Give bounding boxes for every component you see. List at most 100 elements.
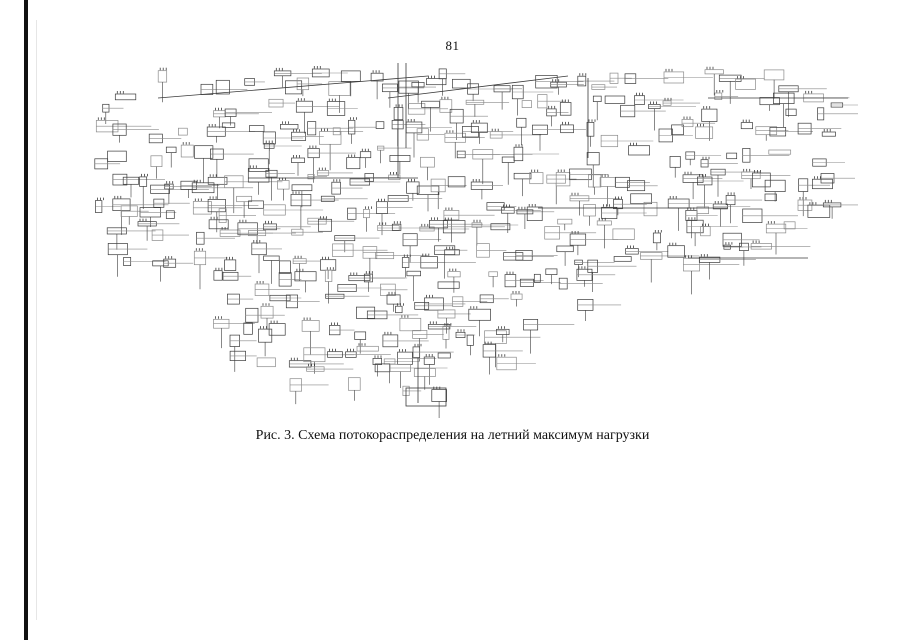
- network-node-block: [555, 172, 571, 187]
- network-node-block: [701, 108, 718, 122]
- network-node-block: [437, 281, 460, 289]
- network-node-block: [700, 226, 711, 237]
- network-node-block: [291, 157, 305, 163]
- network-node-block: [258, 328, 273, 343]
- network-node-block: [114, 93, 137, 101]
- network-node-block: [194, 145, 214, 159]
- network-node-block: [301, 320, 320, 332]
- network-node-block: [764, 179, 786, 192]
- network-node-block: [696, 206, 709, 214]
- network-node-block: [388, 174, 401, 181]
- network-node-block: [667, 245, 685, 258]
- network-node-block: [704, 69, 724, 75]
- network-node-block: [612, 228, 635, 240]
- network-node-block: [411, 82, 425, 88]
- network-node-block: [643, 201, 658, 217]
- network-node-block: [437, 352, 451, 359]
- network-node-block: [386, 294, 401, 305]
- network-node-block: [807, 204, 831, 218]
- network-node-block: [628, 145, 650, 156]
- network-node-block: [122, 176, 140, 185]
- network-node-block: [354, 331, 367, 340]
- network-node-block: [592, 95, 602, 102]
- network-node-block: [556, 245, 574, 253]
- network-node-block: [359, 151, 372, 159]
- terminal-substation-block: [405, 387, 447, 407]
- network-node-block: [243, 322, 253, 335]
- network-node-block: [821, 131, 836, 137]
- network-node-block: [224, 259, 237, 271]
- network-node-block: [391, 223, 402, 231]
- network-node-block: [496, 328, 510, 335]
- network-node-block: [139, 176, 148, 187]
- network-node-block: [513, 172, 532, 180]
- network-node-block: [604, 95, 626, 104]
- network-node-block: [560, 124, 574, 134]
- network-node-block: [213, 270, 223, 281]
- network-node-block: [420, 156, 435, 168]
- network-node-block: [596, 220, 612, 226]
- network-node-block: [652, 232, 661, 244]
- network-node-block: [735, 78, 756, 90]
- network-node-block: [516, 117, 527, 128]
- page-scan-line: [36, 20, 37, 620]
- network-node-block: [545, 268, 558, 275]
- network-node-block: [356, 345, 379, 352]
- network-node-block: [319, 131, 342, 145]
- power-flow-scheme-drawing: [94, 63, 858, 418]
- network-node-block: [613, 256, 632, 262]
- network-node-block: [406, 270, 421, 277]
- network-node-block: [248, 158, 269, 172]
- network-node-block: [324, 269, 333, 282]
- network-node-block: [416, 185, 440, 195]
- network-node-block: [468, 308, 491, 321]
- network-node-block: [447, 176, 466, 188]
- network-node-block: [669, 156, 681, 168]
- network-node-block: [586, 152, 600, 166]
- network-node-block: [221, 122, 236, 128]
- network-node-block: [529, 172, 544, 185]
- network-node-block: [215, 79, 230, 95]
- network-node-block: [763, 69, 785, 81]
- network-node-block: [426, 78, 447, 86]
- network-node-block: [470, 122, 488, 133]
- network-node-block: [372, 358, 382, 365]
- network-node-block: [533, 273, 541, 283]
- network-node-block: [768, 149, 792, 155]
- network-node-block: [207, 176, 228, 185]
- network-node-block: [107, 150, 127, 162]
- network-node-block: [346, 157, 361, 170]
- network-node-block: [488, 271, 498, 277]
- network-node-block: [291, 184, 313, 192]
- network-node-block: [447, 271, 461, 278]
- network-node-block: [180, 144, 194, 158]
- network-node-block: [526, 206, 543, 221]
- network-node-block: [421, 100, 440, 108]
- network-node-block: [466, 334, 474, 346]
- network-node-block: [178, 127, 188, 136]
- network-node-block: [671, 124, 684, 136]
- network-node-block: [599, 177, 616, 187]
- network-node-block: [785, 108, 797, 116]
- network-node-block: [740, 122, 753, 130]
- network-node-block: [260, 305, 274, 319]
- network-node-block: [340, 70, 361, 82]
- figure-caption: Рис. 3. Схема потокораспределения на лет…: [255, 428, 650, 443]
- network-node-block: [157, 70, 168, 83]
- network-node-block: [393, 107, 404, 121]
- network-node-block: [375, 121, 385, 129]
- network-node-block: [249, 125, 265, 132]
- network-node-block: [759, 97, 780, 106]
- network-node-block: [279, 260, 291, 274]
- network-node-block: [165, 146, 177, 153]
- network-node-block: [442, 325, 450, 340]
- main-bus-line: [157, 75, 429, 99]
- network-node-block: [431, 389, 447, 402]
- network-node-block: [256, 357, 276, 368]
- power-flow-scheme-figure: [88, 58, 858, 418]
- page-binding-edge: [24, 0, 28, 640]
- network-node-block: [783, 221, 796, 230]
- network-node-block: [559, 102, 572, 116]
- page-number: 81: [445, 38, 460, 53]
- network-node-block: [399, 317, 422, 332]
